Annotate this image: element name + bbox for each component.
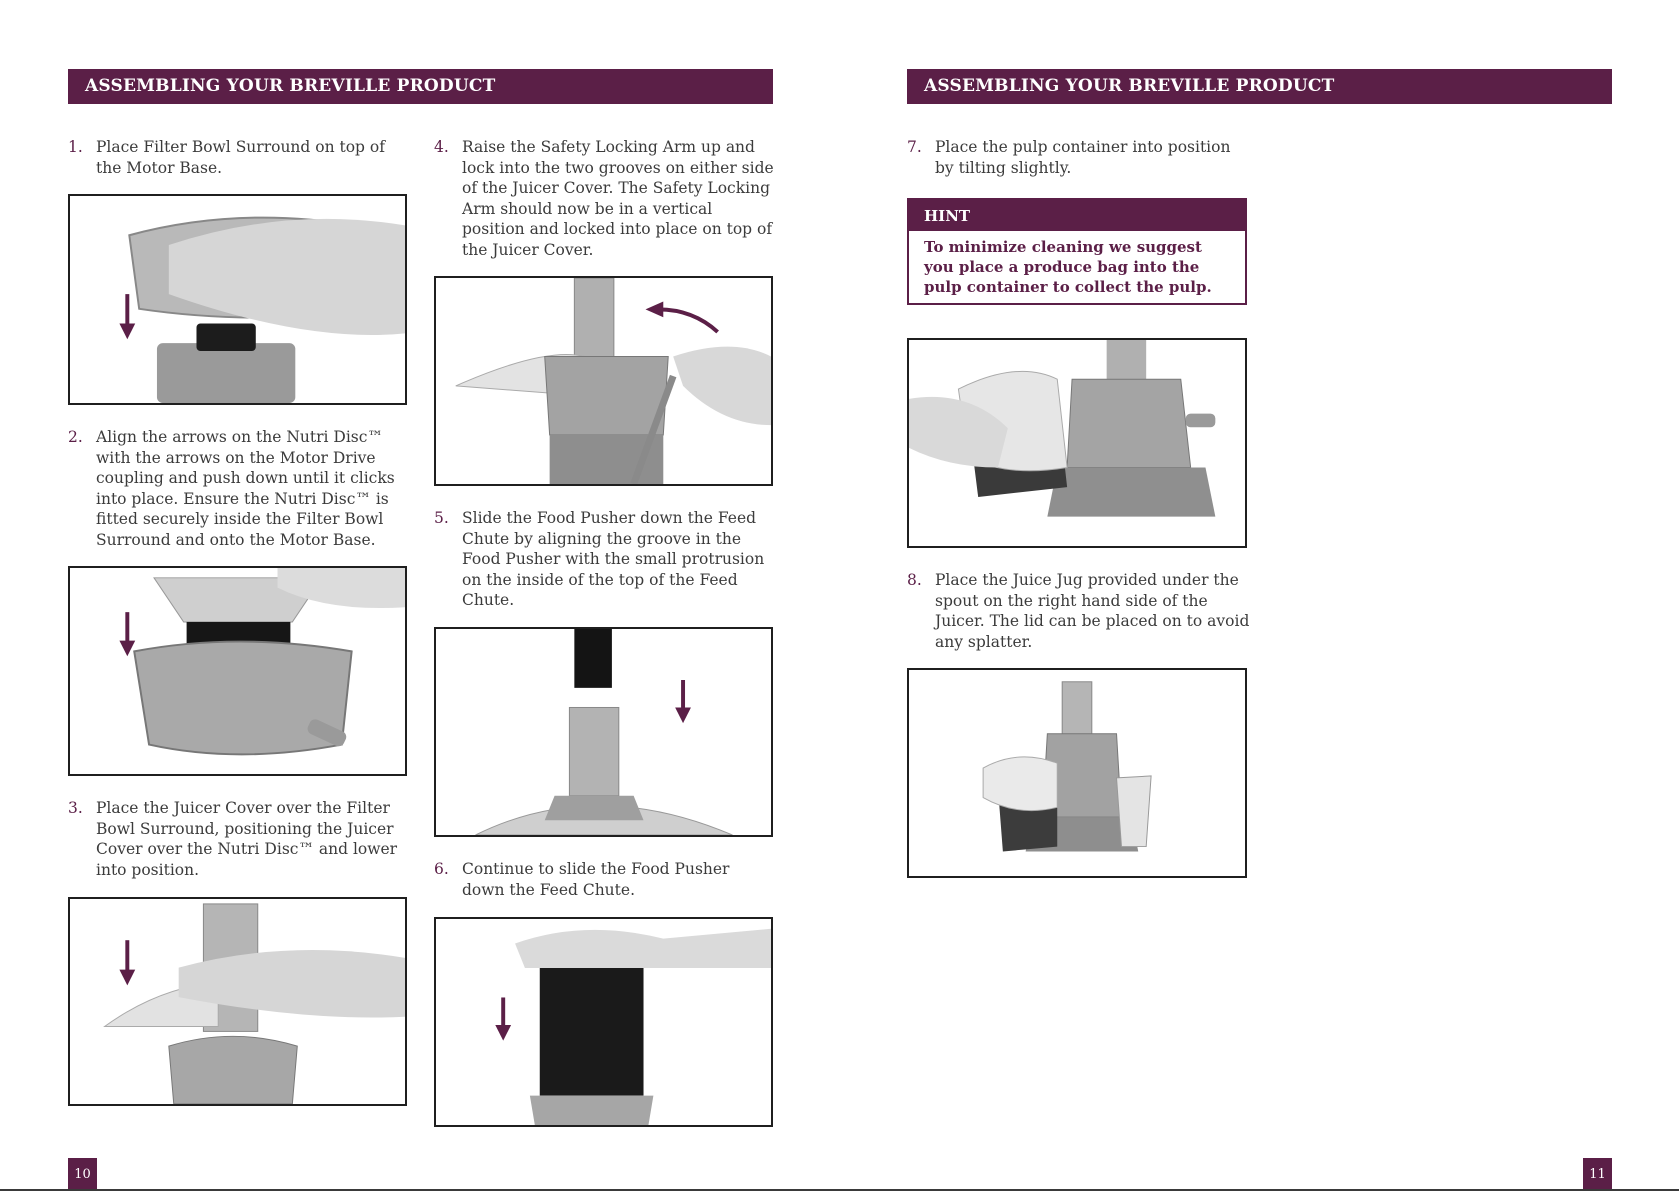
step-number: 1. — [68, 138, 83, 156]
hint-text: To minimize cleaning we suggest you plac… — [924, 238, 1212, 296]
step-text: Align the arrows on the Nutri Disc™ with… — [96, 428, 395, 549]
step-5-illustration — [434, 627, 773, 837]
step-3: 3. Place the Juicer Cover over the Filte… — [68, 798, 408, 880]
step-number: 3. — [68, 799, 83, 817]
page-number-left: 10 — [68, 1158, 97, 1191]
step-3-illustration — [68, 897, 407, 1106]
step-number: 4. — [434, 138, 449, 156]
step-1: 1. Place Filter Bowl Surround on top of … — [68, 137, 408, 178]
step-7: 7. Place the pulp container into positio… — [907, 137, 1252, 178]
step-text: Raise the Safety Locking Arm up and lock… — [462, 138, 774, 259]
step-5: 5. Slide the Food Pusher down the Feed C… — [434, 508, 774, 611]
step-text: Continue to slide the Food Pusher down t… — [462, 860, 730, 899]
step-number: 6. — [434, 860, 449, 878]
hint-title: HINT — [909, 200, 1245, 231]
hint-box: HINT To minimize cleaning we suggest you… — [907, 198, 1247, 305]
step-8: 8. Place the Juice Jug provided under th… — [907, 570, 1252, 652]
step-2-illustration — [68, 566, 407, 776]
step-8-illustration — [907, 668, 1247, 878]
page-number-right: 11 — [1583, 1158, 1612, 1191]
step-text: Place the Juicer Cover over the Filter B… — [96, 799, 398, 879]
step-4: 4. Raise the Safety Locking Arm up and l… — [434, 137, 779, 260]
left-page-header: ASSEMBLING YOUR BREVILLE PRODUCT — [68, 69, 773, 104]
step-1-illustration — [68, 194, 407, 405]
step-text: Place Filter Bowl Surround on top of the… — [96, 138, 385, 177]
step-7-illustration — [907, 338, 1247, 548]
step-6: 6. Continue to slide the Food Pusher dow… — [434, 859, 774, 900]
step-number: 8. — [907, 571, 922, 589]
step-2: 2. Align the arrows on the Nutri Disc™ w… — [68, 427, 413, 550]
step-text: Place the pulp container into position b… — [935, 138, 1231, 177]
step-4-illustration — [434, 276, 773, 486]
step-text: Place the Juice Jug provided under the s… — [935, 571, 1250, 651]
step-text: Slide the Food Pusher down the Feed Chut… — [462, 509, 765, 609]
step-number: 5. — [434, 509, 449, 527]
right-page-header: ASSEMBLING YOUR BREVILLE PRODUCT — [907, 69, 1612, 104]
step-6-illustration — [434, 917, 773, 1127]
step-number: 2. — [68, 428, 83, 446]
step-number: 7. — [907, 138, 922, 156]
bottom-rule — [0, 1189, 1679, 1191]
